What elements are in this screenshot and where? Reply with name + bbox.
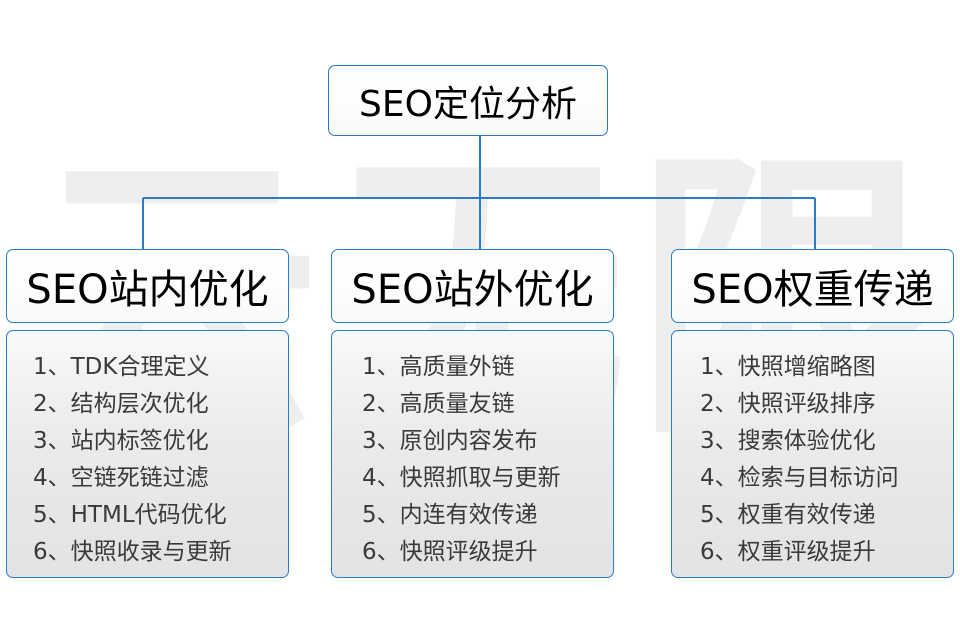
node-col3-body: 1、快照增缩略图 2、快照评级排序 3、搜索体验优化 4、检索与目标访问 5、权… [671, 330, 954, 578]
list-item: 3、搜索体验优化 [700, 428, 876, 454]
list-item: 1、高质量外链 [362, 354, 515, 380]
list-item: 3、站内标签优化 [33, 428, 209, 454]
node-root-title: SEO定位分析 [359, 83, 577, 125]
list-item: 4、检索与目标访问 [700, 465, 899, 491]
list-item: 4、快照抓取与更新 [362, 465, 561, 491]
list-item: 6、快照收录与更新 [33, 539, 232, 565]
node-col1-body: 1、TDK合理定义 2、结构层次优化 3、站内标签优化 4、空链死链过滤 5、H… [6, 330, 289, 578]
node-root-header[interactable]: SEO定位分析 [328, 65, 608, 136]
node-col1-title: SEO站内优化 [26, 267, 269, 313]
list-item: 5、HTML代码优化 [33, 502, 227, 528]
node-col3-title: SEO权重传递 [691, 267, 934, 313]
list-item: 2、快照评级排序 [700, 391, 876, 417]
list-item: 3、原创内容发布 [362, 428, 538, 454]
list-item: 2、结构层次优化 [33, 391, 209, 417]
list-col3: 1、快照增缩略图 2、快照评级排序 3、搜索体验优化 4、检索与目标访问 5、权… [672, 349, 953, 571]
list-item: 6、快照评级提升 [362, 539, 538, 565]
node-col1-header[interactable]: SEO站内优化 [6, 249, 289, 323]
list-item: 2、高质量友链 [362, 391, 515, 417]
list-item: 1、快照增缩略图 [700, 354, 876, 380]
list-item: 1、TDK合理定义 [33, 354, 210, 380]
list-col2: 1、高质量外链 2、高质量友链 3、原创内容发布 4、快照抓取与更新 5、内连有… [332, 349, 613, 571]
list-item: 6、权重评级提升 [700, 539, 876, 565]
node-col2-title: SEO站外优化 [351, 267, 594, 313]
node-col2-header[interactable]: SEO站外优化 [331, 249, 614, 323]
node-col2-body: 1、高质量外链 2、高质量友链 3、原创内容发布 4、快照抓取与更新 5、内连有… [331, 330, 614, 578]
list-item: 5、内连有效传递 [362, 502, 538, 528]
list-item: 5、权重有效传递 [700, 502, 876, 528]
node-col3-header[interactable]: SEO权重传递 [671, 249, 954, 323]
list-col1: 1、TDK合理定义 2、结构层次优化 3、站内标签优化 4、空链死链过滤 5、H… [7, 349, 288, 571]
list-item: 4、空链死链过滤 [33, 465, 209, 491]
